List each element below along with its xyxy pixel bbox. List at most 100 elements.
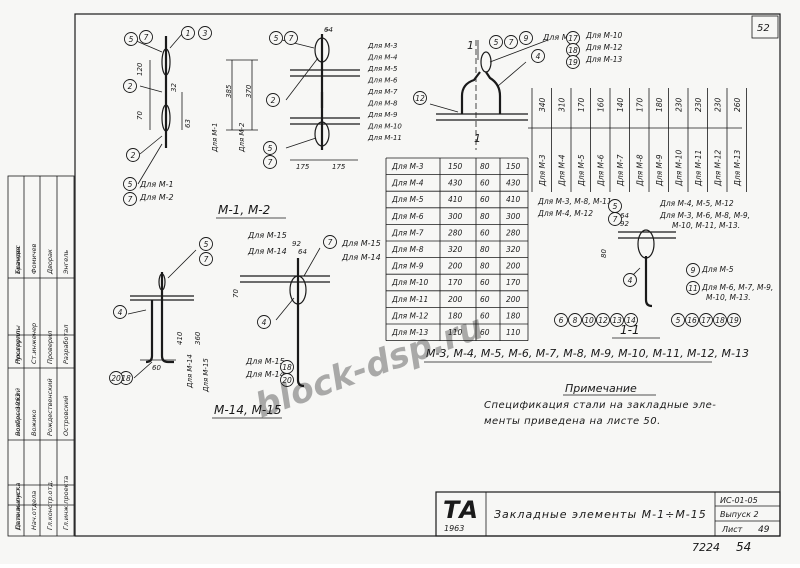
position-marker <box>199 237 213 251</box>
view-m14-m15: 60 410 360 Для М-14 Для М-15 Для М-15 Дл… <box>127 231 381 419</box>
position-marker-number: 8 <box>573 316 578 325</box>
table-cell-c: 110 <box>506 328 521 337</box>
vertical-dim-value: 260 <box>733 97 742 112</box>
dim-385: 385 <box>225 84 233 98</box>
position-marker-number: 20 <box>282 376 292 385</box>
dim-410: 410 <box>176 331 184 345</box>
table-cell-a: 300 <box>448 212 463 221</box>
label-for-m14-v: Для М-14 <box>186 354 194 389</box>
sec-label-f: Для М-5 <box>701 265 734 274</box>
table-cell-a: 430 <box>448 179 463 188</box>
table-cell-c: 170 <box>506 278 521 287</box>
position-marker <box>713 313 727 327</box>
table-cell-b: 60 <box>480 179 490 188</box>
stamp-name: Рождественский <box>46 378 54 436</box>
position-marker <box>198 26 212 40</box>
position-marker <box>582 313 596 327</box>
position-marker-number: 7 <box>204 255 209 264</box>
vertical-dim-label: Для М-13 <box>733 150 742 187</box>
table-cell-c: 280 <box>506 228 521 237</box>
stamp-role: Нач.отдела <box>30 491 38 530</box>
position-marker <box>610 313 624 327</box>
note-block: Примечание Спецификация стали на закладн… <box>484 382 716 427</box>
table-cell-a: 410 <box>448 195 463 204</box>
vertical-dim-value: 230 <box>675 97 684 112</box>
dim-370: 370 <box>245 84 253 98</box>
position-marker-number: 2 <box>131 151 136 160</box>
tag-list-item: Для М-11 <box>367 134 402 142</box>
position-marker-number: 7 <box>509 38 514 47</box>
dim-63: 63 <box>184 119 192 128</box>
table-cell-c: 300 <box>506 212 521 221</box>
position-marker <box>489 35 503 49</box>
sec-label-b: Для М-4, М-12 <box>537 209 593 218</box>
page-number-box <box>751 15 779 39</box>
table-cell-a: 280 <box>448 228 463 237</box>
vertical-dim-label: Для М-4 <box>558 154 567 187</box>
stamp-name-2: Энгель <box>62 250 70 275</box>
position-marker <box>323 235 337 249</box>
sec-label-d: Для М-3, М-6, М-8, М-9, <box>659 211 750 220</box>
vertical-dim-label: Для М-8 <box>636 154 645 187</box>
position-marker <box>624 313 638 327</box>
dim-92-s: 92 <box>620 220 629 228</box>
table-cell-b: 80 <box>480 212 490 221</box>
table-cell-a: 180 <box>448 311 463 320</box>
view-title-m1-m2: М-1, М-2 <box>218 203 270 217</box>
dim-64: 64 <box>324 26 333 34</box>
position-marker <box>280 373 294 387</box>
vertical-dim-value: 230 <box>714 97 723 112</box>
position-marker <box>554 313 568 327</box>
position-marker <box>109 371 123 385</box>
dim-175-left: 175 <box>296 163 310 171</box>
table-cell-b: 60 <box>480 195 490 204</box>
tag-m15-top: Для М-15 <box>247 231 287 240</box>
dim-70: 70 <box>136 111 144 120</box>
sec-label-c: Для М-4, М-5, М-12 <box>659 199 734 208</box>
position-marker <box>123 79 137 93</box>
stamp-role: Гл.констр.отд. <box>46 480 54 530</box>
position-marker <box>181 26 195 40</box>
stamp-role: Дата выпуска <box>14 483 22 531</box>
position-marker-number: 4 <box>118 308 123 317</box>
stamp-role-2: Разработал <box>62 325 70 364</box>
position-marker-number: 17 <box>701 316 711 325</box>
vertical-dim-label: Для М-12 <box>714 150 723 187</box>
position-marker-number: 4 <box>536 52 541 61</box>
dim-92: 92 <box>292 240 301 248</box>
tag-m14-right: Для М-14 <box>341 253 381 262</box>
sec-label-e: М-10, М-11, М-13. <box>672 221 740 230</box>
logo-text: ТА <box>443 496 478 524</box>
vertical-dim-value: 180 <box>655 97 664 112</box>
position-marker-number: 16 <box>687 316 697 325</box>
vertical-dim-label: Для М-3 <box>538 154 547 187</box>
dim-70-m14: 70 <box>232 289 240 298</box>
position-marker <box>266 93 280 107</box>
position-marker-number: 18 <box>715 316 725 325</box>
position-marker-number: 11 <box>688 284 698 293</box>
tag-list-item: Для М-6 <box>367 77 398 85</box>
table-cell-label: Для М-12 <box>391 311 428 320</box>
position-marker-number: 5 <box>268 144 273 153</box>
view-title-m3-m13: М-3, М-4, М-5, М-6, М-7, М-8, М-9, М-10,… <box>426 347 749 360</box>
stamp-role-2: Ст.инженер <box>30 323 38 364</box>
table-cell-b: 80 <box>480 245 490 254</box>
position-marker-number: 7 <box>128 195 133 204</box>
table-cell-b: 60 <box>480 295 490 304</box>
vertical-dim-value: 310 <box>558 97 567 112</box>
sheet-number: 49 <box>758 525 770 535</box>
position-marker-number: 19 <box>729 316 739 325</box>
position-marker-number: 9 <box>691 266 696 275</box>
position-marker-number: 20 <box>111 374 121 383</box>
dim-120: 120 <box>136 62 144 76</box>
sheet-frame <box>74 13 781 537</box>
tag-for-m2: Для М-2 <box>139 193 174 202</box>
position-marker <box>413 91 427 105</box>
table-cell-label: Для М-9 <box>391 262 424 271</box>
position-marker-number: 18 <box>568 46 578 55</box>
stamp-name: Вожико <box>30 410 38 436</box>
table-cell-c: 180 <box>506 311 521 320</box>
position-marker-number: 17 <box>568 34 578 43</box>
top-tag: Для М-13 <box>585 55 622 64</box>
